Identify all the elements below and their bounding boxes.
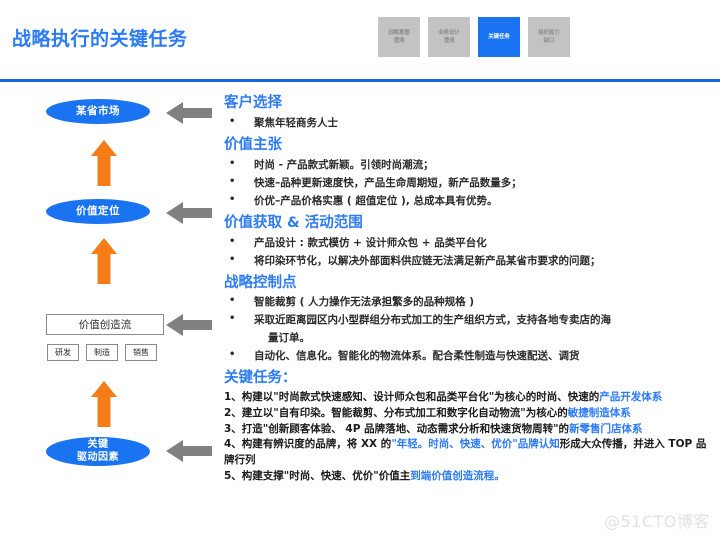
bullet-item: 聚焦年轻商务人士 bbox=[224, 114, 712, 132]
arrow-up-icon bbox=[91, 381, 117, 427]
bullet-item: 智能裁剪 ( 人力操作无法承担繁多的品种规格 ) bbox=[224, 293, 712, 311]
key-task-highlight: 到端价值创造流程。 bbox=[410, 469, 505, 482]
section-bullet-list: 智能裁剪 ( 人力操作无法承担繁多的品种规格 )采取近距离园区内小型群组分布式加… bbox=[224, 293, 712, 365]
arrow-up-icon bbox=[91, 140, 117, 186]
key-task-line: 4、构建有辨识度的品牌，将 XX 的"年轻。时尚、快速、优价"品牌认知形成大众传… bbox=[224, 437, 712, 469]
content-body: 客户选择聚焦年轻商务人士价值主张时尚 - 产品款式新颖。引领时尚潮流；快速–品种… bbox=[224, 94, 712, 485]
arrow-left-icon bbox=[166, 102, 212, 124]
nav-chip-2[interactable]: 业务设计澄清 bbox=[428, 17, 470, 57]
nav-chip-label-line1: 组织能力 bbox=[538, 29, 560, 36]
nav-chip-4[interactable]: 组织能力缺口 bbox=[528, 17, 570, 57]
nav-chip-3[interactable]: 关键任务 bbox=[478, 17, 520, 57]
shape-value-position-ellipse: 价值定位 bbox=[46, 199, 150, 224]
shape-value-stream-box: 价值创造流 bbox=[46, 314, 164, 335]
shape-key-drivers-ellipse: 关键 驱动因素 bbox=[46, 437, 150, 466]
nav-chip-group: 战略意图澄清业务设计澄清关键任务组织能力缺口 bbox=[378, 17, 570, 57]
key-task-text: 1、构建以"时尚款式快速感知、设计师众包和品类平台化"为核心的时尚、快速的 bbox=[224, 391, 600, 404]
bullet-item: 快速–品种更新速度快，产品生命周期短，新产品数量多； bbox=[224, 174, 712, 192]
key-task-line: 5、构建支撑"时尚、快速、优价"价值主到端价值创造流程。 bbox=[224, 469, 712, 485]
nav-chip-label-line2: 澄清 bbox=[443, 38, 455, 44]
arrow-up-icon bbox=[91, 238, 117, 284]
section-title: 客户选择 bbox=[224, 95, 282, 111]
shape-key-drivers-label-2: 驱动因素 bbox=[77, 451, 119, 463]
section-bullet-list: 时尚 - 产品款式新颖。引领时尚潮流；快速–品种更新速度快，产品生命周期短，新产… bbox=[224, 156, 712, 210]
nav-chip-label-line2: 澄清 bbox=[393, 38, 405, 44]
nav-chip-label-line1: 业务设计 bbox=[438, 29, 460, 36]
key-task-line: 1、构建以"时尚款式快速感知、设计师众包和品类平台化"为核心的时尚、快速的产品开… bbox=[224, 390, 712, 406]
key-task-line: 3、打造"创新顾客体验、 4P 品牌落地、动态需求分析和快速货物周转"的新零售门… bbox=[224, 422, 712, 438]
watermark: @51CTO博客 bbox=[604, 512, 710, 531]
bullet-item: 自动化、信息化。智能化的物流体系。配合柔性制造与快速配送、调货 bbox=[224, 347, 712, 365]
key-tasks-list: 1、构建以"时尚款式快速感知、设计师众包和品类平台化"为核心的时尚、快速的产品开… bbox=[224, 390, 712, 485]
key-task-highlight: 新零售门店体系 bbox=[569, 422, 643, 435]
key-tasks-title: 关键任务： bbox=[224, 370, 297, 387]
page-title: 战略执行的关键任务 bbox=[12, 28, 188, 50]
shape-step-manufacturing: 制造 bbox=[86, 344, 118, 361]
key-task-text: 3、打造"创新顾客体验、 4P 品牌落地、动态需求分析和快速货物周转"的 bbox=[224, 422, 570, 435]
key-task-text: 4、构建有辨识度的品牌，将 XX 的 bbox=[224, 438, 392, 451]
shape-key-drivers-label-1: 关键 bbox=[87, 439, 109, 450]
shape-step-sales-label: 销售 bbox=[133, 348, 149, 357]
nav-chip-label-line1: 关键任务 bbox=[488, 33, 510, 40]
nav-chip-1[interactable]: 战略意图澄清 bbox=[378, 17, 420, 57]
bullet-item: 量订单。 bbox=[268, 332, 310, 345]
shape-step-rd: 研发 bbox=[47, 344, 79, 361]
key-task-highlight: 敏捷制造体系 bbox=[567, 406, 631, 419]
section-title: 战略控制点 bbox=[224, 274, 297, 291]
arrow-left-icon bbox=[166, 202, 212, 224]
bullet-item: 时尚 - 产品款式新颖。引领时尚潮流； bbox=[224, 156, 712, 174]
bullet-item: 将印染环节化，以解决外部面料供应链无法满足新产品某省市要求的问题； bbox=[224, 252, 712, 270]
nav-chip-label-line2: 缺口 bbox=[543, 38, 555, 44]
header-divider bbox=[0, 79, 720, 82]
key-task-highlight: "年轻。时尚、快速、优价"品牌认知 bbox=[391, 438, 560, 451]
key-task-text: 5、构建支撑"时尚、快速、优价"价值主 bbox=[224, 469, 411, 482]
key-task-line: 2、建立以"自有印染。智能裁剪、分布式加工和数字化自动物流"为核心的敏捷制造体系 bbox=[224, 406, 712, 422]
section-bullet-list: 聚焦年轻商务人士 bbox=[224, 114, 712, 132]
key-task-text: 2、建立以"自有印染。智能裁剪、分布式加工和数字化自动物流"为核心的 bbox=[224, 406, 568, 419]
shape-value-stream-label: 价值创造流 bbox=[78, 319, 132, 331]
section-bullet-list: 产品设计 : 款式模仿 + 设计师众包 + 品类平台化将印染环节化，以解决外部面… bbox=[224, 234, 712, 270]
key-task-highlight: 产品开发体系 bbox=[599, 391, 663, 404]
bullet-item: 产品设计 : 款式模仿 + 设计师众包 + 品类平台化 bbox=[224, 234, 712, 252]
shape-step-manufacturing-label: 制造 bbox=[94, 348, 110, 357]
shape-market-ellipse: 某省市场 bbox=[46, 99, 150, 124]
shape-market-label-1: 某省市场 bbox=[76, 104, 120, 117]
nav-chip-label-line1: 战略意图 bbox=[388, 29, 410, 36]
bullet-item: 采取近距离园区内小型群组分布式加工的生产组织方式，支持各地专卖店的海 bbox=[224, 311, 712, 329]
shape-value-position-label-1: 价值定位 bbox=[76, 204, 120, 217]
arrow-left-icon bbox=[166, 314, 212, 336]
bullet-item: 价优–产品价格实惠 ( 超值定位 ), 总成本具有优势。 bbox=[224, 192, 712, 210]
shape-step-rd-label: 研发 bbox=[55, 348, 71, 357]
key-task-text: 形成大众传播，并进入 TOP 品牌行列 bbox=[224, 438, 707, 467]
section-title: 价值主张 bbox=[224, 136, 282, 153]
shape-step-sales: 销售 bbox=[125, 344, 157, 361]
section-title: 价值获取 & 活动范围 bbox=[224, 214, 363, 231]
arrow-left-icon bbox=[166, 440, 212, 462]
